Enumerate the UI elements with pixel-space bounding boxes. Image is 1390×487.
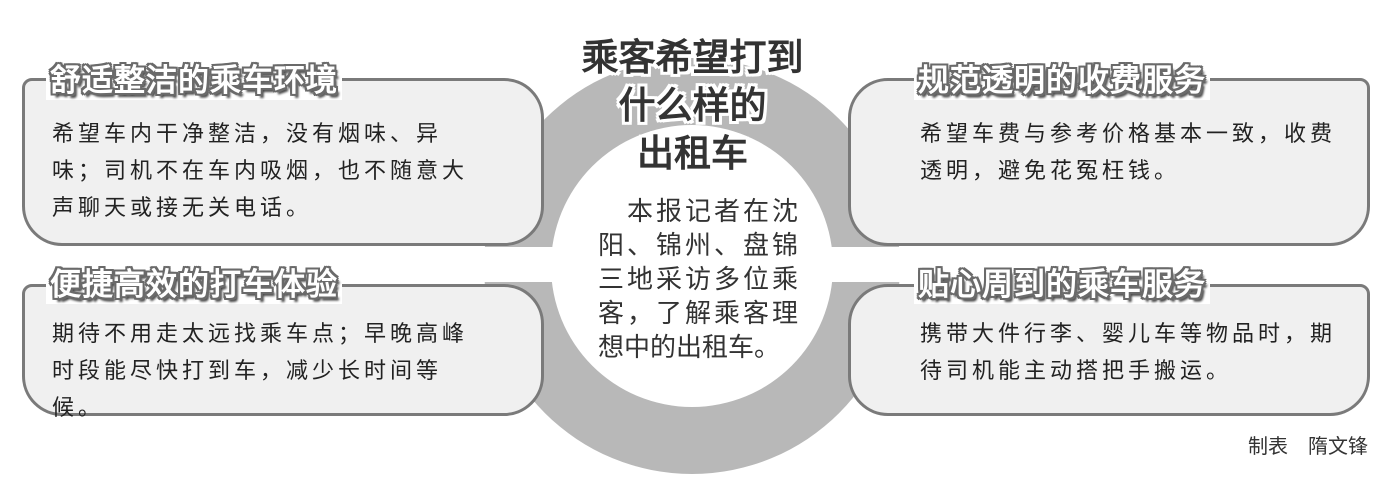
section-box-service: [848, 284, 1370, 416]
section-heading: 规范透明的收费服务: [914, 62, 1210, 100]
section-heading: 舒适整洁的乘车环境: [46, 62, 342, 100]
title-line: 出租车: [637, 132, 748, 175]
section-text: 携带大件行李、婴儿车等物品时，期待司机能主动搭把手搬运。: [920, 322, 1337, 384]
section-box-fees: [848, 78, 1370, 246]
section-heading: 贴心周到的乘车服务: [914, 266, 1210, 304]
credit: 制表 隋文锋: [1248, 434, 1368, 458]
title-line: 什么样的: [618, 84, 767, 127]
section-text: 期待不用走太远找乘车点；早晚高峰时段能尽快打到车，减少长时间等候。: [52, 322, 469, 421]
main-title: 乘客希望打到 什么样的 出租车: [560, 34, 825, 178]
section-text: 希望车内干净整洁，没有烟味、异味；司机不在车内吸烟，也不随意大声聊天或接无关电话…: [52, 122, 469, 221]
title-line: 乘客希望打到: [581, 36, 804, 79]
section-box-environment: [22, 78, 544, 246]
section-text: 希望车费与参考价格基本一致，收费透明，避免花冤枉钱。: [920, 122, 1337, 184]
intro-text: 本报记者在沈阳、锦州、盘锦三地采访多位乘客，了解乘客理想中的出租车。: [598, 197, 798, 363]
section-heading: 便捷高效的打车体验: [46, 266, 342, 304]
